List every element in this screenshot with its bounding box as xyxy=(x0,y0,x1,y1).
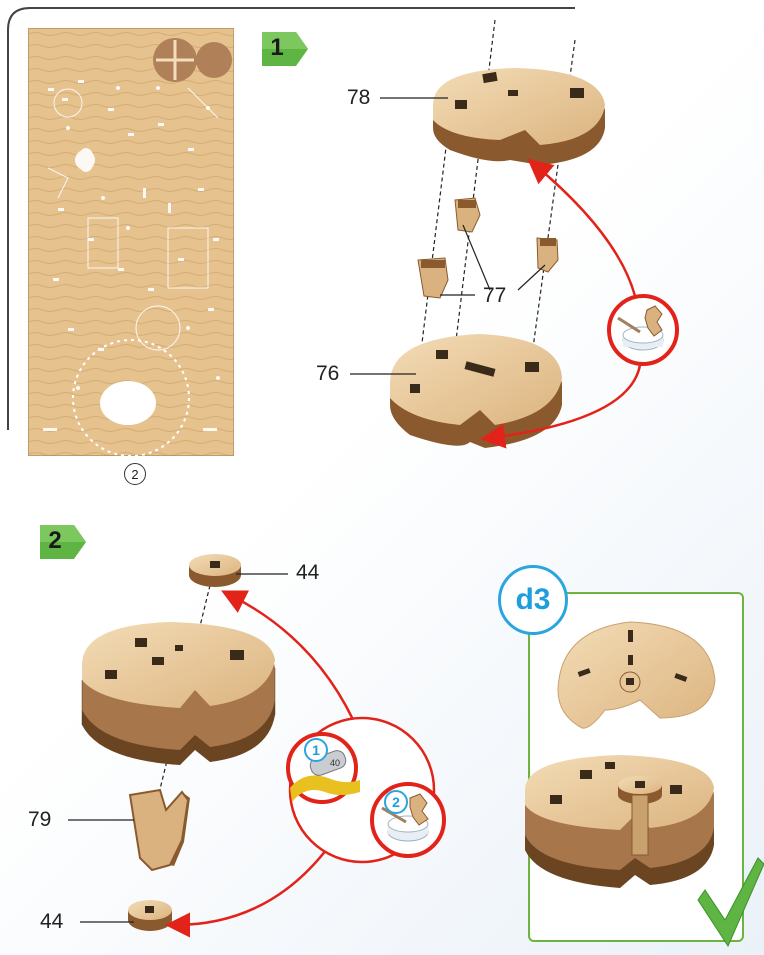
glue-pot-icon xyxy=(372,784,444,856)
bracket-79 xyxy=(130,790,190,870)
sheet-number: 2 xyxy=(124,463,146,485)
block-77-c xyxy=(418,258,448,298)
label-78: 78 xyxy=(347,86,370,110)
washer-44-bottom xyxy=(128,900,172,931)
check-mark-icon xyxy=(698,858,764,946)
detail-disc-top xyxy=(558,622,715,728)
label-76: 76 xyxy=(316,362,339,386)
label-44-top: 44 xyxy=(296,561,319,585)
block-77-a xyxy=(455,198,480,232)
detail-illustration xyxy=(520,600,764,955)
leader-44-top xyxy=(236,572,296,576)
step-1-number: 1 xyxy=(262,34,292,62)
leader-76 xyxy=(350,372,420,376)
leader-78 xyxy=(380,96,450,100)
step-2-illustration: 40 xyxy=(70,540,490,950)
step-2-number: 2 xyxy=(40,527,70,555)
label-79: 79 xyxy=(28,808,51,832)
detail-assembled xyxy=(525,755,714,888)
callout-glue-number: 2 xyxy=(384,790,408,814)
disc-stack xyxy=(82,622,275,765)
svg-text:40: 40 xyxy=(330,758,340,768)
label-77: 77 xyxy=(483,284,506,308)
leader-44-bottom xyxy=(80,920,140,924)
block-77-b xyxy=(537,238,558,272)
glue-pot-icon xyxy=(609,296,677,364)
label-44-bottom: 44 xyxy=(40,910,63,934)
step-1-badge: 1 xyxy=(262,32,302,64)
washer-44-top xyxy=(189,554,241,587)
leader-79 xyxy=(68,818,138,822)
disc-78 xyxy=(433,68,605,165)
callout-sandpaper-number: 1 xyxy=(304,738,328,762)
wood-sheet xyxy=(28,28,234,456)
